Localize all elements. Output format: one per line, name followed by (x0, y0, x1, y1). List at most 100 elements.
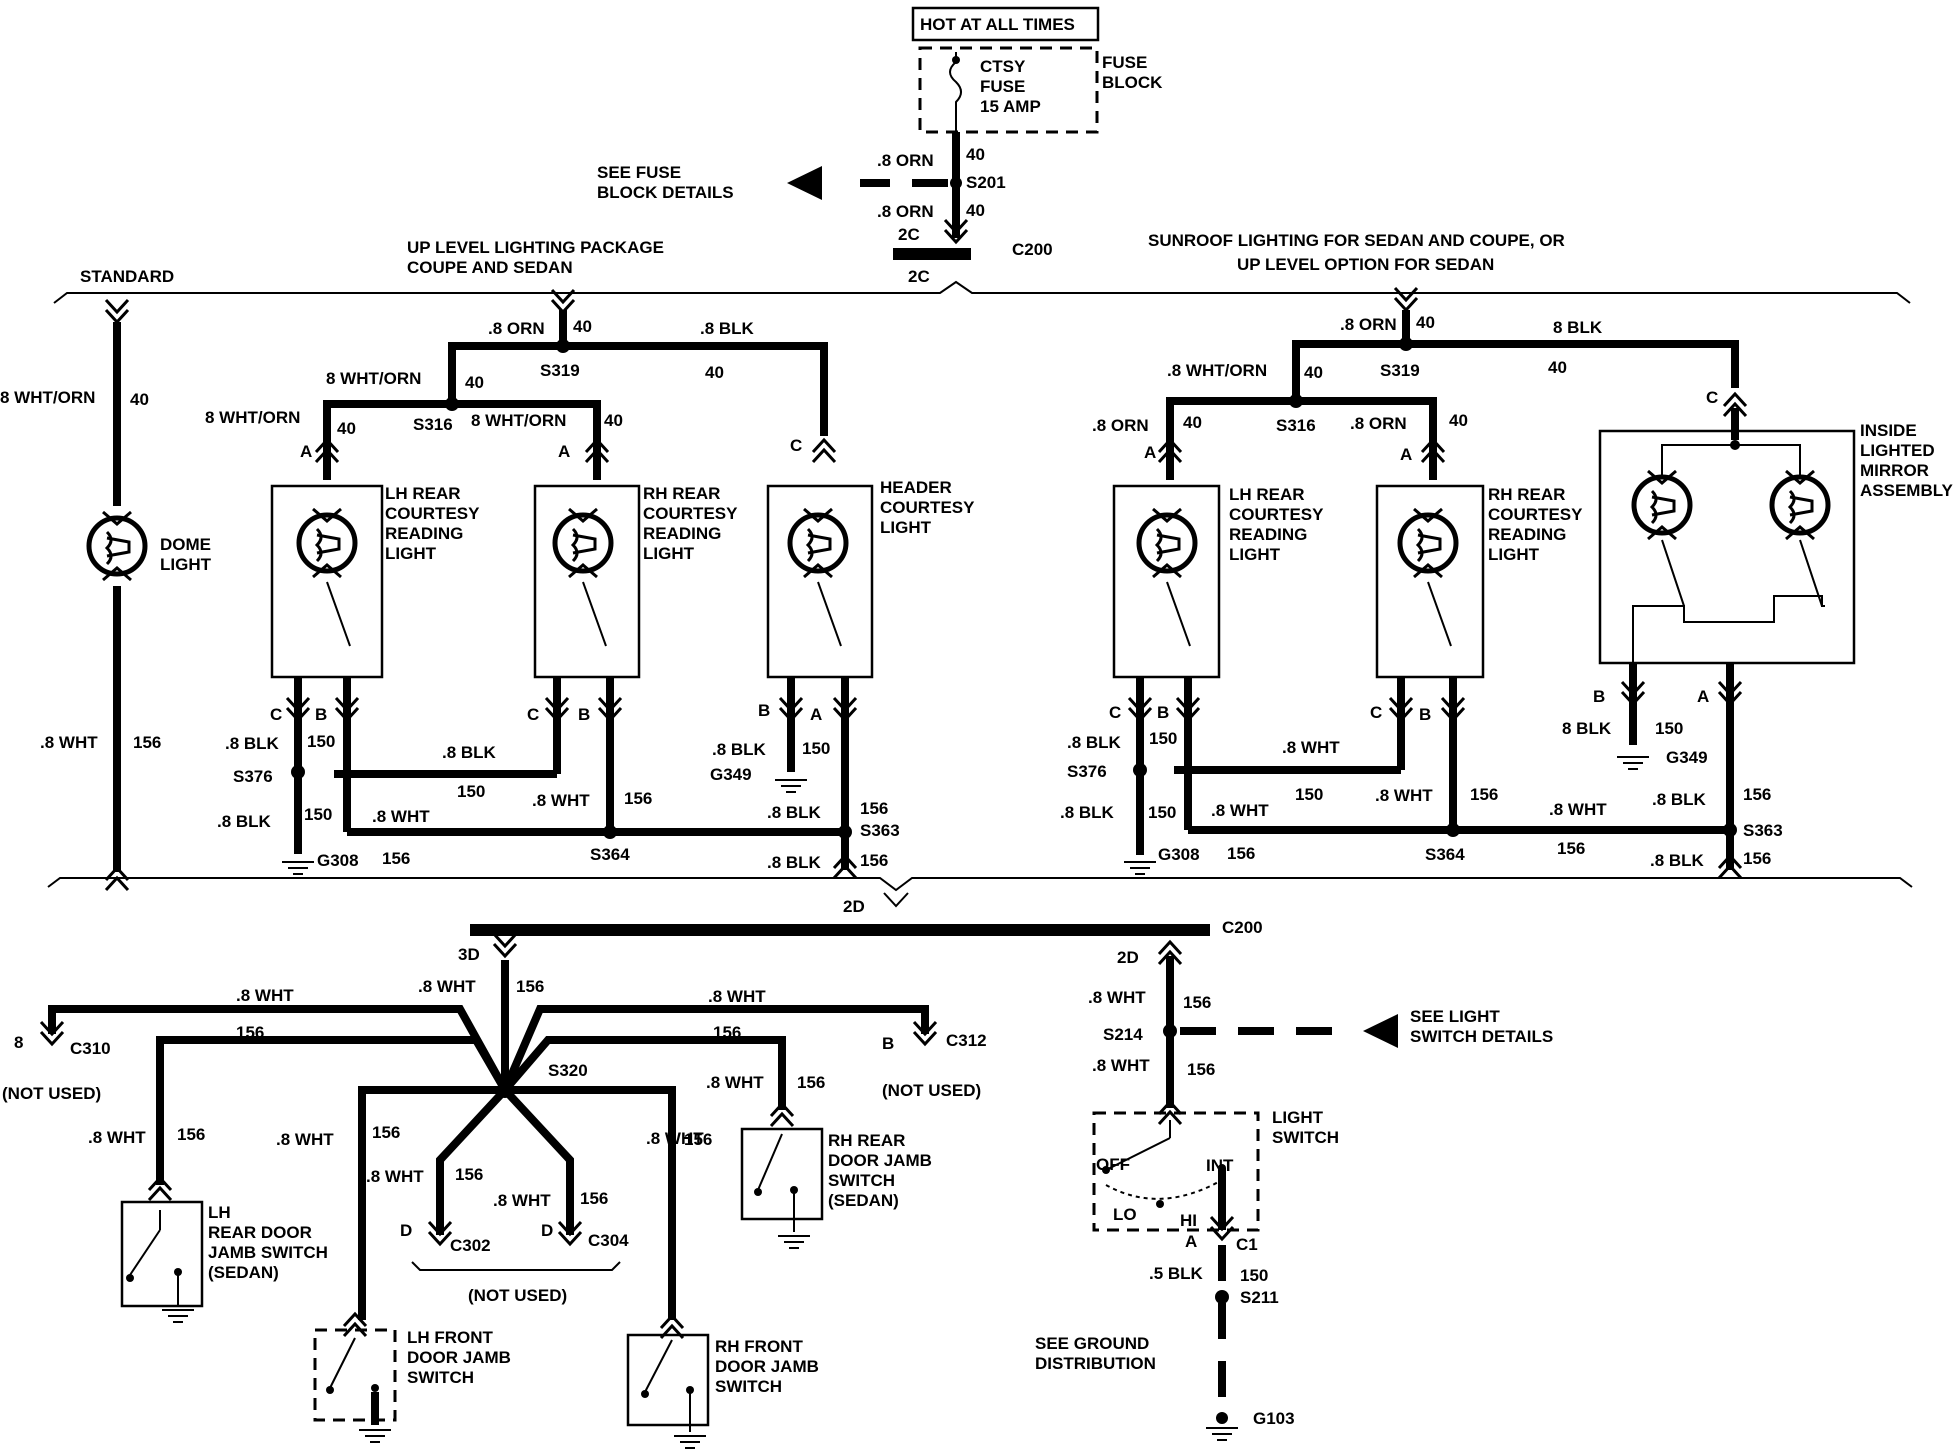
left-arrow-icon (787, 166, 822, 200)
ul-lh-pin-b: B (315, 705, 327, 724)
sr-mir-pin-a: A (1697, 687, 1709, 706)
bt-see-light-1: SEE LIGHT (1410, 1007, 1500, 1026)
ul-lh-1: LH REAR (385, 484, 461, 503)
sr-mirror-4: ASSEMBLY (1860, 481, 1954, 500)
ul-rh-pin-b: B (578, 705, 590, 724)
fuse-line-2: FUSE (980, 77, 1025, 96)
ul-mid-150: 150 (457, 782, 485, 801)
ul-lh-reading-light-box (270, 484, 384, 679)
fuse-icon (949, 52, 962, 132)
sr-blk-c: .8 BLK (1652, 790, 1707, 809)
sr-wht-a: .8 WHT (1211, 801, 1269, 820)
sr-s364-splice (1446, 823, 1460, 837)
sr-out-blk: .8 BLK (1650, 851, 1705, 870)
see-fuse-2: BLOCK DETAILS (597, 183, 734, 202)
bt-int: INT (1206, 1156, 1234, 1175)
ul-feed: .8 ORN (488, 319, 545, 338)
ul-wht-c: .8 BLK (767, 803, 822, 822)
ul-s319: S319 (540, 361, 580, 380)
bt-s320: S320 (548, 1061, 588, 1080)
mirror-bulb-left-icon (1634, 471, 1690, 539)
sr-lh-2: COURTESY (1229, 505, 1324, 524)
hot-label: HOT AT ALL TIMES (920, 15, 1075, 34)
bt-c200: C200 (1222, 918, 1263, 937)
bt-c304-pin: D (541, 1221, 553, 1240)
bt-ls-2: SWITCH (1272, 1128, 1339, 1147)
bt-w-main-156: 156 (516, 977, 544, 996)
conn-2c-top: 2C (898, 225, 920, 244)
ul-header-light-box (766, 484, 874, 679)
ul-lh-pin-c: C (270, 705, 282, 724)
s211-splice (1215, 1290, 1229, 1304)
sr-rh-reading-light-box (1375, 484, 1485, 679)
sr-mirror-2: LIGHTED (1860, 441, 1935, 460)
bt-s211: S211 (1240, 1288, 1279, 1307)
sr-orn2-num: 40 (1449, 411, 1468, 430)
wire-b-num: 40 (966, 201, 985, 220)
harness-top-outline (53, 280, 1911, 304)
bt-hi: HI (1180, 1211, 1197, 1230)
ul-mid-blk: .8 BLK (442, 743, 497, 762)
bt-c1: C1 (1236, 1235, 1258, 1254)
bt-lhr-4: (SEDAN) (208, 1263, 279, 1282)
sr-lh-150: 150 (1149, 729, 1177, 748)
ul-s363-splice (838, 825, 852, 839)
ul-hdr-pin-a: A (810, 705, 822, 724)
sr-feed-num: 40 (1416, 313, 1435, 332)
ul-g349: G349 (710, 765, 752, 784)
ul-lh-2: COURTESY (385, 504, 480, 523)
uplevel-heading-1: UP LEVEL LIGHTING PACKAGE (407, 238, 664, 257)
ul-wo2: 8 WHT/ORN (205, 408, 300, 427)
ul-blk-top: .8 BLK (700, 319, 755, 338)
bt-rhr-1: RH REAR (828, 1131, 905, 1150)
sr-mid-150: 150 (1295, 785, 1323, 804)
bt-sw-w2: .8 WHT (1092, 1056, 1150, 1075)
harness-bottom-outline (47, 877, 1913, 892)
ul-rh-pin-c: C (527, 705, 539, 724)
standard-circuit: 8 WHT/ORN 40 DOME LIGHT .8 WHT 156 (0, 298, 212, 892)
ul-s363-156: 156 (860, 799, 888, 818)
sr-lh-4: LIGHT (1229, 545, 1281, 564)
ul-pin-c-hdr: C (790, 436, 802, 455)
standard-heading: STANDARD (80, 267, 174, 286)
c200-top-label: C200 (1012, 240, 1053, 259)
ul-hdr-3: LIGHT (880, 518, 932, 537)
ul-wo3: 8 WHT/ORN (471, 411, 566, 430)
sr-blk-c-156: 156 (1743, 785, 1771, 804)
rh-rear-jamb-switch-box (740, 1127, 824, 1221)
ul-wo2-num: 40 (337, 419, 356, 438)
sr-pin-a-rh: A (1400, 445, 1412, 464)
bt-c304: C304 (588, 1231, 629, 1250)
ul-low-150: 150 (304, 805, 332, 824)
uplevel-heading-2: COUPE AND SEDAN (407, 258, 573, 277)
ul-hdr-1: HEADER (880, 478, 952, 497)
uplevel-circuit: .8 ORN 40 S319 .8 BLK 40 8 WHT/ORN 40 8 … (205, 288, 975, 880)
sr-mirror-box (1598, 429, 1856, 665)
dome-wire-top-num: 40 (130, 390, 149, 409)
bt-c302: C302 (450, 1236, 491, 1255)
bt-rhf-156: 156 (684, 1130, 712, 1149)
ul-out-156: 156 (860, 851, 888, 870)
dome-label-2: LIGHT (160, 555, 212, 574)
sr-s319: S319 (1380, 361, 1420, 380)
fuse-block-outline (918, 46, 1099, 134)
bt-rhr-156: 156 (797, 1073, 825, 1092)
sr-blk-top: 8 BLK (1553, 318, 1603, 337)
bt-not-used-1: (NOT USED) (2, 1084, 101, 1103)
fuse-line-1: CTSY (980, 57, 1026, 76)
bt-lhf-156: 156 (372, 1123, 400, 1142)
fuse-line-3: 15 AMP (980, 97, 1041, 116)
sr-s363: S363 (1743, 821, 1783, 840)
sr-wht-b: .8 WHT (1375, 786, 1433, 805)
ul-hdr-2: COURTESY (880, 498, 975, 517)
ul-rh-2: COURTESY (643, 504, 738, 523)
sr-wo: .8 WHT/ORN (1167, 361, 1267, 380)
wire-a-label: .8 ORN (877, 151, 934, 170)
ul-wo1-num: 40 (465, 373, 484, 392)
ul-rh-4: LIGHT (643, 544, 695, 563)
bt-see-ground-2: DISTRIBUTION (1035, 1354, 1156, 1373)
bt-lhf-2: DOOR JAMB (407, 1348, 511, 1367)
sr-low-150: 150 (1148, 803, 1176, 822)
conn-2c-bottom: 2C (908, 267, 930, 286)
